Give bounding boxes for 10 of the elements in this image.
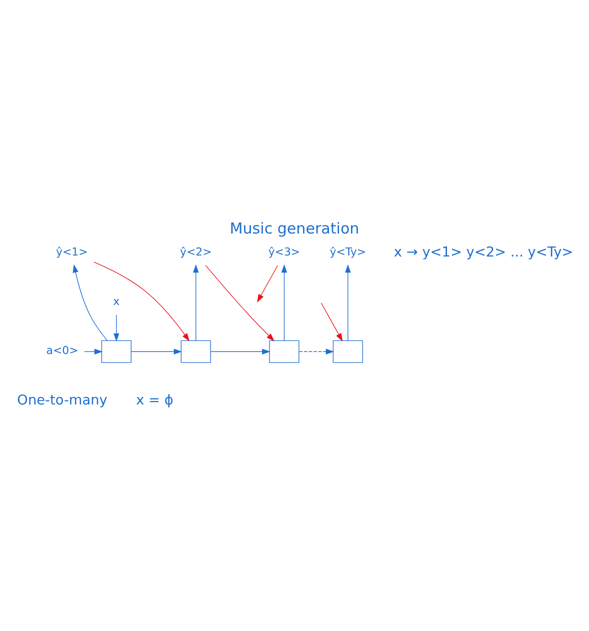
node-text: ŷ<3> <box>268 245 300 258</box>
label: x → y<1> y<2> ... y<Ty> <box>394 244 574 260</box>
node-text: ŷ<1> <box>56 245 88 258</box>
node-text: a<0> <box>46 344 78 357</box>
diagram-title: Music generation <box>230 219 360 238</box>
label: x = ϕ <box>136 392 174 408</box>
node-text: x <box>113 294 120 308</box>
label: One-to-many <box>17 392 108 408</box>
node-text: ŷ<2> <box>180 245 212 258</box>
node-text: ŷ<Ty> <box>330 245 366 258</box>
